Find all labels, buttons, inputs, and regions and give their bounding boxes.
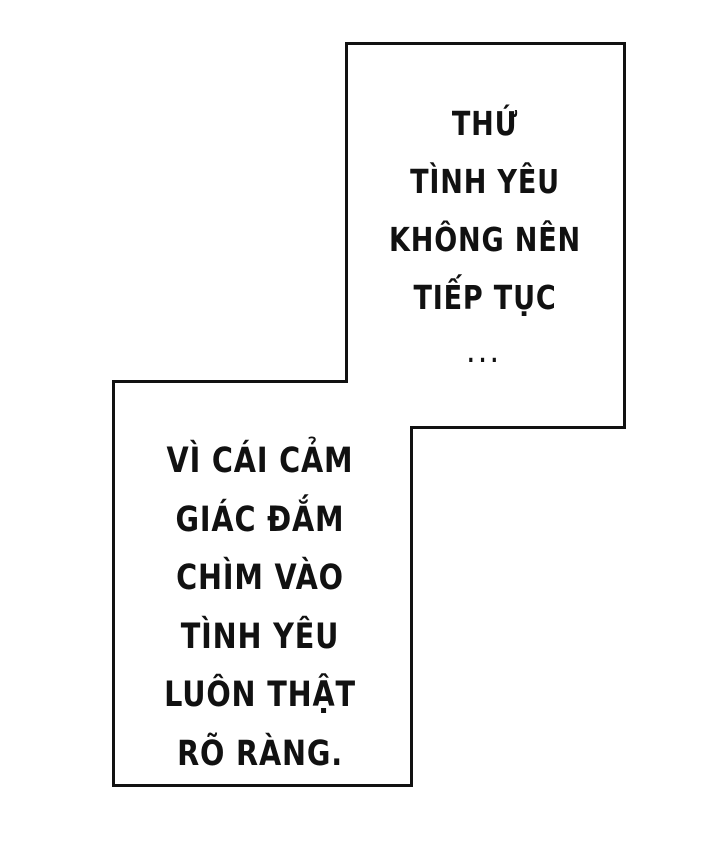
lower-caption-line: GIÁC ĐẮM: [175, 499, 345, 540]
upper-caption-line: KHÔNG NÊN: [388, 220, 582, 259]
lower-caption-line: TÌNH YÊU: [180, 616, 340, 657]
upper-caption: THỨ TÌNH YÊU KHÔNG NÊN TIẾP TỤC ...: [366, 95, 604, 385]
ellipsis: ...: [467, 343, 503, 368]
upper-caption-line: THỨ: [451, 104, 519, 143]
lower-caption-line: RÕ RÀNG.: [177, 733, 343, 774]
lower-caption-line: LUÔN THẬT: [164, 675, 356, 715]
lower-caption-line: CHÌM VÀO: [176, 558, 344, 598]
upper-caption-line: TIẾP TỤC: [413, 278, 557, 317]
lower-caption-line: VÌ CÁI CẢM: [166, 441, 354, 481]
lower-caption: VÌ CÁI CẢM GIÁC ĐẮM CHÌM VÀO TÌNH YÊU LU…: [137, 432, 383, 783]
upper-caption-line: TÌNH YÊU: [410, 162, 560, 201]
